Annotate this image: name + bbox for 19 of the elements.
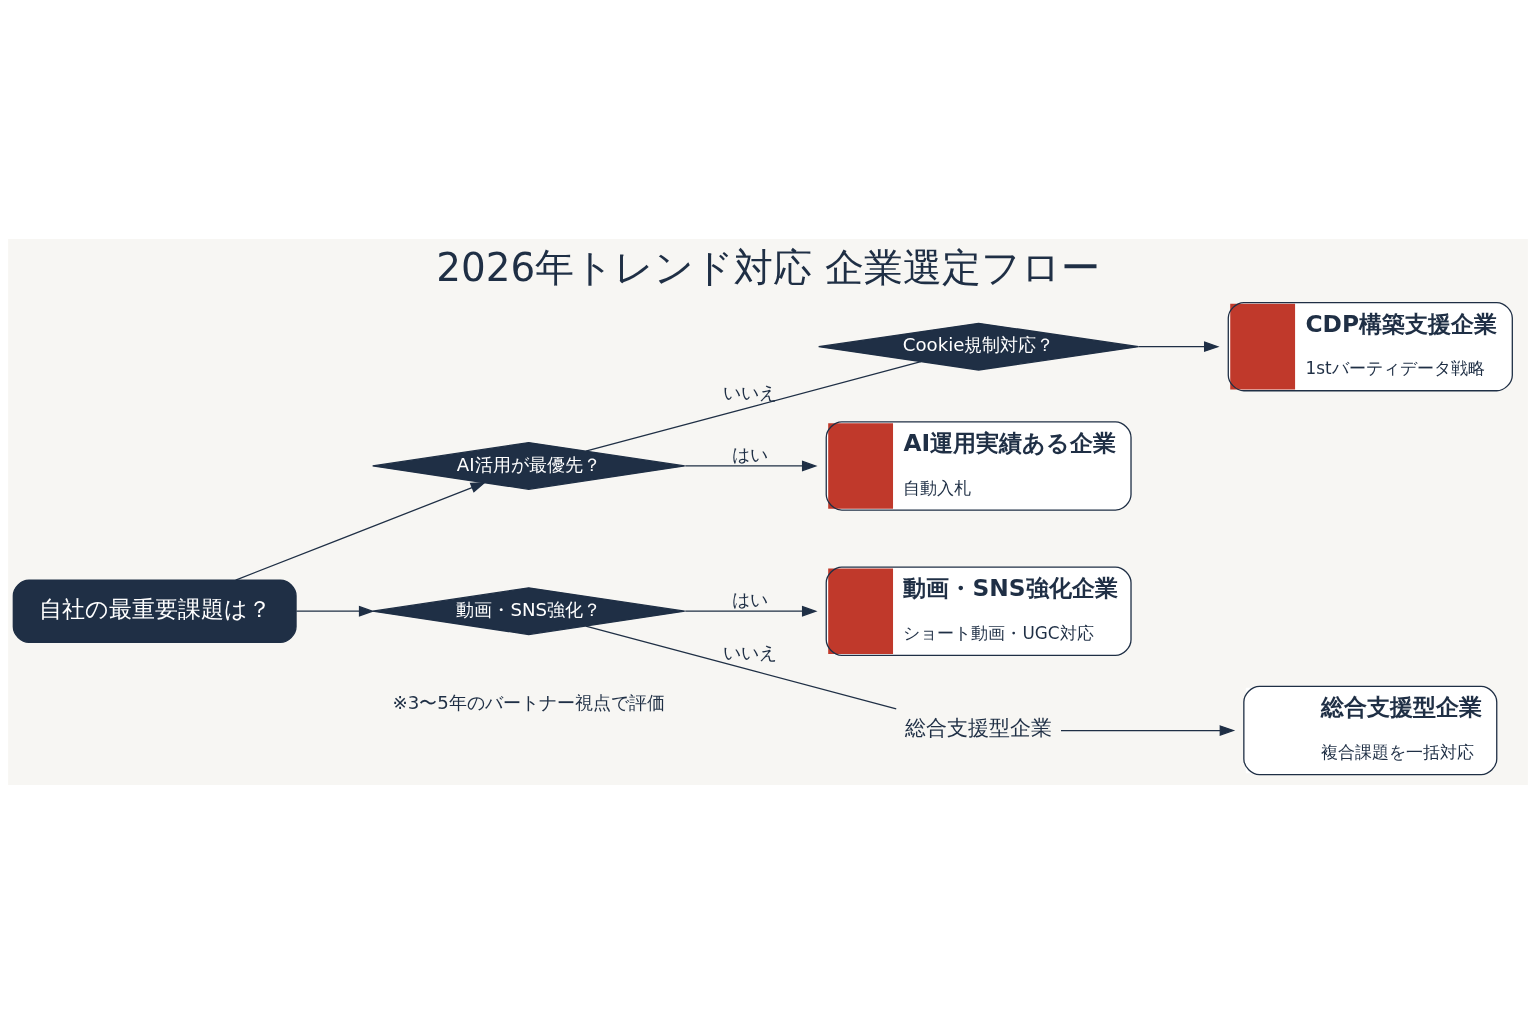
connector [585,625,897,710]
arrow [684,460,818,472]
arrow [235,482,487,581]
node-text: 総合支援型企業 [905,716,1053,741]
arrow [295,605,375,617]
diagram-title: 2026年トレンド対応 企業選定フロー [436,244,1100,290]
node-diamond: AI活用が最優先？ [372,441,686,490]
node-diamond: 動画・SNS強化？ [372,587,686,636]
label: ※3〜5年のバートナー視点で評価 [392,692,665,714]
node-diamond: Cookie規制対応？ [818,322,1140,371]
connector [585,361,922,452]
node-box: 自社の最重要課題は？ [12,579,297,643]
arrow [684,605,818,617]
edge-label: はい [732,444,769,466]
arrow [1138,341,1220,353]
edge-label: いいえ [723,642,778,664]
edge-label: いいえ [723,381,778,403]
arrow [1060,725,1236,736]
edge-label: はい [732,589,769,611]
